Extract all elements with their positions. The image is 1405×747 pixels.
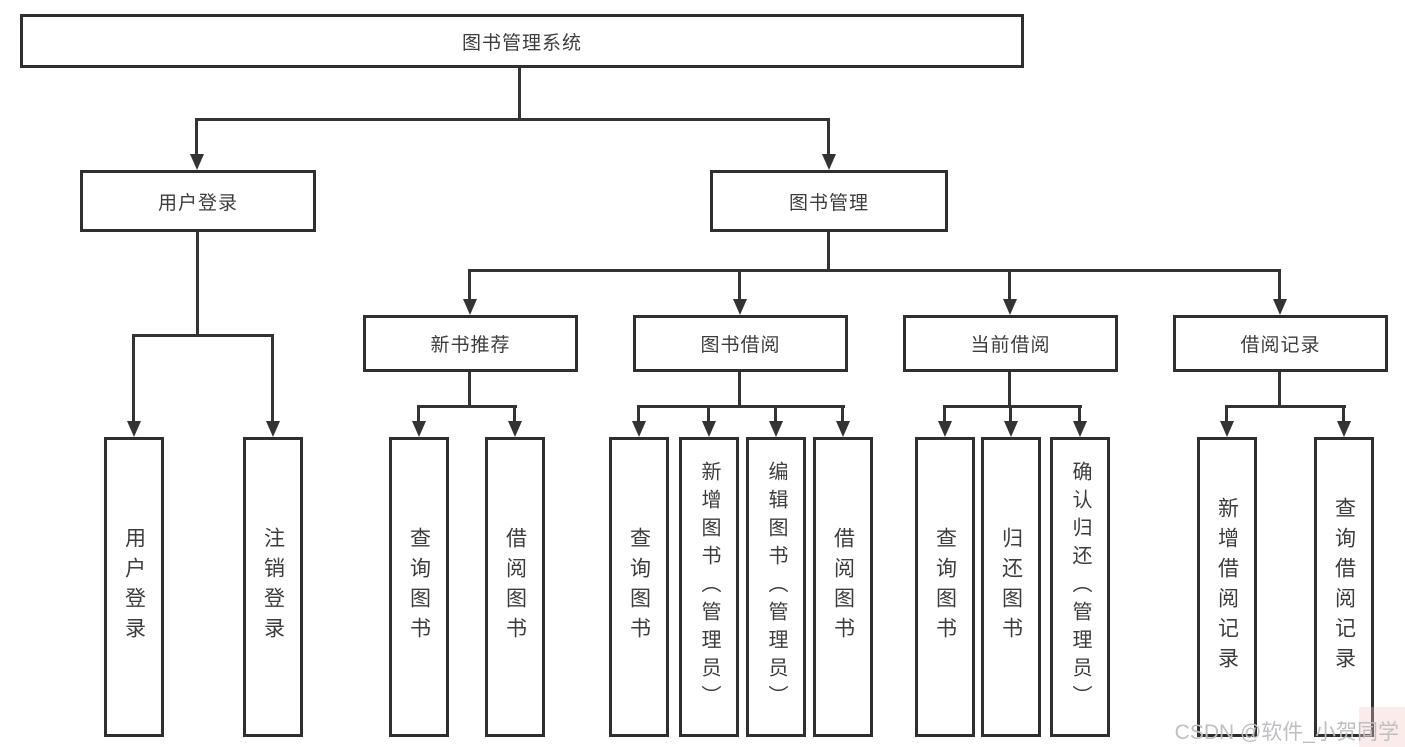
- leaf-label: 新增图书（管理员）: [698, 461, 720, 713]
- arrow-down-icon: [1073, 421, 1087, 437]
- node-book-borrow: 图书借阅: [633, 315, 848, 372]
- node-new-book-rec-label: 新书推荐: [430, 335, 511, 356]
- connector-book-mgmt-stub: [827, 232, 830, 272]
- node-user-login-label: 用户登录: [157, 192, 238, 214]
- connector-new-book-rec-branch: [417, 405, 517, 408]
- leaf-borrow-books-rec: 借阅图书: [485, 437, 545, 737]
- arrow-down-icon: [733, 299, 747, 315]
- leaf-label: 新增借阅记录: [1215, 497, 1239, 677]
- leaf-logout-login: 注销登录: [243, 437, 303, 737]
- leaf-add-books-admin: 新增图书（管理员）: [679, 437, 739, 737]
- leaf-label: 用户登录: [122, 527, 146, 647]
- leaf-label: 确认归还（管理员）: [1069, 461, 1091, 713]
- node-new-book-rec: 新书推荐: [363, 315, 578, 372]
- leaf-user-login: 用户登录: [104, 437, 164, 737]
- leaf-query-books-rec: 查询图书: [389, 437, 449, 737]
- arrow-down-icon: [822, 154, 836, 170]
- leaf-confirm-return-admin: 确认归还（管理员）: [1050, 437, 1110, 737]
- arrow-down-icon: [1273, 299, 1287, 315]
- leaf-add-borrow-record: 新增借阅记录: [1197, 437, 1257, 737]
- arrow-down-icon: [190, 154, 204, 170]
- leaf-label: 借阅图书: [503, 527, 527, 647]
- leaf-label: 注销登录: [261, 527, 285, 647]
- connector-drop-leaf: [417, 405, 420, 423]
- arrow-down-icon: [1337, 421, 1351, 437]
- node-current-borrow-label: 当前借阅: [970, 335, 1051, 356]
- connector-drop-leaf: [841, 405, 844, 423]
- leaf-label: 编辑图书（管理员）: [765, 461, 787, 713]
- connector-current-borrow-branch: [943, 405, 1082, 408]
- connector-drop-new-book-rec: [468, 269, 471, 301]
- arrow-down-icon: [1003, 299, 1017, 315]
- node-borrow-records: 借阅记录: [1173, 315, 1388, 372]
- arrow-down-icon: [632, 421, 646, 437]
- arrow-down-icon: [1220, 421, 1234, 437]
- leaf-label: 查询图书: [407, 527, 431, 647]
- leaf-edit-books-admin: 编辑图书（管理员）: [746, 437, 806, 737]
- corner-tint: [1359, 707, 1405, 747]
- node-book-mgmt: 图书管理: [710, 170, 948, 232]
- arrow-down-icon: [769, 421, 783, 437]
- node-root: 图书管理系统: [20, 14, 1024, 68]
- connector-drop-borrow-records: [1278, 269, 1281, 301]
- arrow-down-icon: [1004, 421, 1018, 437]
- connector-root-branch: [196, 118, 830, 121]
- leaf-label: 归还图书: [999, 527, 1023, 647]
- node-current-borrow: 当前借阅: [903, 315, 1118, 372]
- connector-borrow-records-stub: [1278, 372, 1281, 408]
- connector-drop-leaf: [774, 405, 777, 423]
- leaf-query-borrow-record: 查询借阅记录: [1314, 437, 1374, 737]
- connector-root-stub: [518, 68, 521, 120]
- node-user-login: 用户登录: [80, 170, 316, 232]
- connector-book-mgmt-branch: [468, 269, 1281, 272]
- connector-user-login-stub: [196, 232, 199, 336]
- connector-drop-leaf: [1078, 405, 1081, 423]
- arrow-down-icon: [836, 421, 850, 437]
- node-borrow-records-label: 借阅记录: [1240, 335, 1321, 356]
- connector-book-borrow-branch: [637, 405, 845, 408]
- connector-drop-leaf: [132, 334, 135, 422]
- node-book-mgmt-label: 图书管理: [788, 192, 869, 214]
- leaf-query-books-current: 查询图书: [915, 437, 975, 737]
- leaf-label: 查询借阅记录: [1332, 497, 1356, 677]
- arrow-down-icon: [463, 299, 477, 315]
- leaf-label: 查询图书: [933, 527, 957, 647]
- leaf-label: 借阅图书: [831, 527, 855, 647]
- connector-drop-leaf: [637, 405, 640, 423]
- connector-new-book-rec-stub: [468, 372, 471, 408]
- arrow-down-icon: [508, 421, 522, 437]
- leaf-borrow-books: 借阅图书: [813, 437, 873, 737]
- connector-drop-leaf: [1342, 405, 1345, 423]
- watermark-text: CSDN @软件_小贺同学: [1174, 721, 1399, 744]
- arrow-down-icon: [127, 421, 141, 437]
- connector-user-login-branch: [132, 334, 274, 337]
- connector-drop-leaf: [1225, 405, 1228, 423]
- leaf-label: 查询图书: [627, 527, 651, 647]
- connector-drop-leaf: [1009, 405, 1012, 423]
- leaf-return-books: 归还图书: [981, 437, 1041, 737]
- connector-drop-leaf: [943, 405, 946, 423]
- arrow-down-icon: [938, 421, 952, 437]
- connector-drop-leaf: [271, 334, 274, 422]
- connector-drop-book-borrow: [738, 269, 741, 301]
- connector-drop-leaf: [707, 405, 710, 423]
- connector-drop-book-mgmt: [827, 118, 830, 156]
- connector-drop-user-login: [195, 118, 198, 156]
- node-root-label: 图书管理系统: [461, 32, 582, 54]
- connector-drop-leaf: [513, 405, 516, 423]
- connector-current-borrow-stub: [1008, 372, 1011, 408]
- leaf-query-books-borrow: 查询图书: [609, 437, 669, 737]
- node-book-borrow-label: 图书借阅: [700, 335, 781, 356]
- arrow-down-icon: [412, 421, 426, 437]
- connector-borrow-records-branch: [1225, 405, 1346, 408]
- connector-drop-current-borrow: [1008, 269, 1011, 301]
- arrow-down-icon: [702, 421, 716, 437]
- arrow-down-icon: [266, 421, 280, 437]
- connector-book-borrow-stub: [738, 372, 741, 408]
